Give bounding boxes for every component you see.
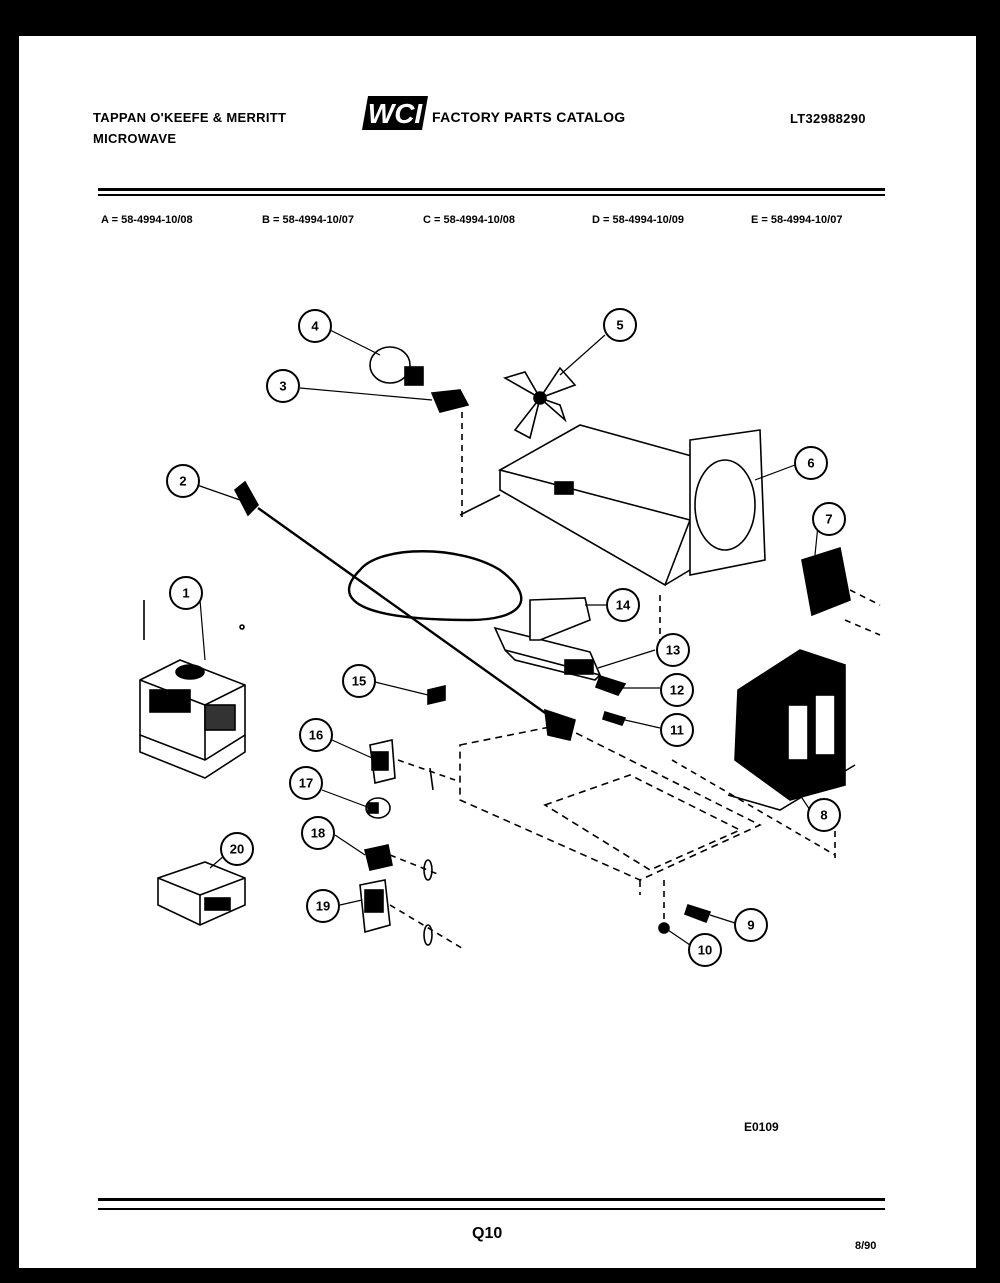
callout-1: 1 — [169, 576, 203, 610]
callout-12-label: 12 — [670, 683, 684, 698]
callout-6: 6 — [794, 446, 828, 480]
fuse-part — [427, 684, 446, 706]
svg-text:WCI: WCI — [368, 98, 424, 129]
switch-holder-part — [364, 844, 441, 881]
high-voltage-lead-part — [233, 480, 576, 741]
callout-13: 13 — [656, 633, 690, 667]
diagram-code: E0109 — [744, 1120, 779, 1134]
callout-8: 8 — [807, 798, 841, 832]
callout-6-label: 6 — [807, 456, 814, 471]
callout-8-label: 8 — [820, 808, 827, 823]
callout-7: 7 — [812, 502, 846, 536]
callout-3-label: 3 — [279, 379, 286, 394]
callout-16: 16 — [299, 718, 333, 752]
hv-capacitor-part — [493, 626, 602, 681]
callout-2: 2 — [166, 464, 200, 498]
callout-17: 17 — [289, 766, 323, 800]
fan-motor-bracket-part — [459, 424, 766, 587]
callout-14-label: 14 — [616, 598, 631, 613]
fan-blade-part — [502, 366, 577, 440]
callout-12: 12 — [660, 673, 694, 707]
callout-5: 5 — [603, 308, 637, 342]
hv-transformer-part — [671, 649, 856, 858]
callout-7-label: 7 — [825, 512, 832, 527]
lamp-socket-part — [430, 389, 470, 520]
brand-name: TAPPAN O'KEEFE & MERRITT — [93, 110, 287, 125]
variant-a: A = 58-4994-10/08 — [101, 214, 193, 226]
callout-10-label: 10 — [698, 943, 712, 958]
door-switch-lower-part — [359, 879, 466, 951]
callout-leaders — [196, 329, 819, 946]
callout-19: 19 — [306, 889, 340, 923]
footer-rule-top — [98, 1198, 885, 1201]
wci-logo: WCI — [362, 96, 430, 132]
callout-1-label: 1 — [182, 586, 189, 601]
variant-c: C = 58-4994-10/08 — [423, 214, 516, 226]
callout-9: 9 — [734, 908, 768, 942]
callout-10: 10 — [688, 933, 722, 967]
callout-20: 20 — [220, 832, 254, 866]
switch-actuator-part — [365, 797, 391, 819]
revision-date: 8/90 — [855, 1240, 877, 1252]
callout-17-label: 17 — [299, 776, 313, 791]
header-rule-top — [98, 188, 885, 191]
footer-rule-bottom — [98, 1208, 885, 1210]
lamp-bulb-part — [369, 346, 424, 386]
mounting-screw-part — [658, 880, 670, 934]
callout-11: 11 — [660, 713, 694, 747]
header-rule-bottom — [98, 194, 885, 196]
callout-19-label: 19 — [316, 899, 330, 914]
variant-d: D = 58-4994-10/09 — [592, 214, 685, 226]
callout-18-label: 18 — [311, 826, 325, 841]
callout-15: 15 — [342, 664, 376, 698]
callout-2-label: 2 — [179, 474, 186, 489]
product-type: MICROWAVE — [93, 131, 177, 146]
variant-b: B = 58-4994-10/07 — [262, 214, 355, 226]
callout-5-label: 5 — [616, 318, 623, 333]
callout-3: 3 — [266, 369, 300, 403]
callout-16-label: 16 — [309, 728, 323, 743]
callout-20-label: 20 — [230, 842, 244, 857]
capacitor-clip-part — [602, 711, 627, 726]
callout-9-label: 9 — [747, 918, 754, 933]
callout-18: 18 — [301, 816, 335, 850]
capacitor-bracket-part — [594, 675, 627, 696]
callout-4-label: 4 — [311, 319, 319, 334]
magnetron-part — [139, 600, 246, 779]
callout-13-label: 13 — [666, 643, 680, 658]
control-timer-part — [157, 861, 246, 926]
page-reference: Q10 — [472, 1225, 503, 1242]
door-switch-upper-part — [369, 739, 456, 791]
model-number: LT32988290 — [790, 111, 866, 126]
wci-logo-mark: WCI — [362, 96, 428, 130]
callout-4: 4 — [298, 309, 332, 343]
base-plate-outline — [459, 724, 762, 895]
catalog-title: FACTORY PARTS CATALOG — [432, 109, 626, 125]
variant-e: E = 58-4994-10/07 — [751, 214, 843, 226]
callout-15-label: 15 — [352, 674, 366, 689]
fan-motor-part — [801, 546, 881, 636]
hv-diode-part — [683, 903, 712, 924]
callout-11-label: 11 — [670, 723, 684, 738]
callout-14: 14 — [606, 588, 640, 622]
catalog-sheet — [19, 36, 976, 1268]
